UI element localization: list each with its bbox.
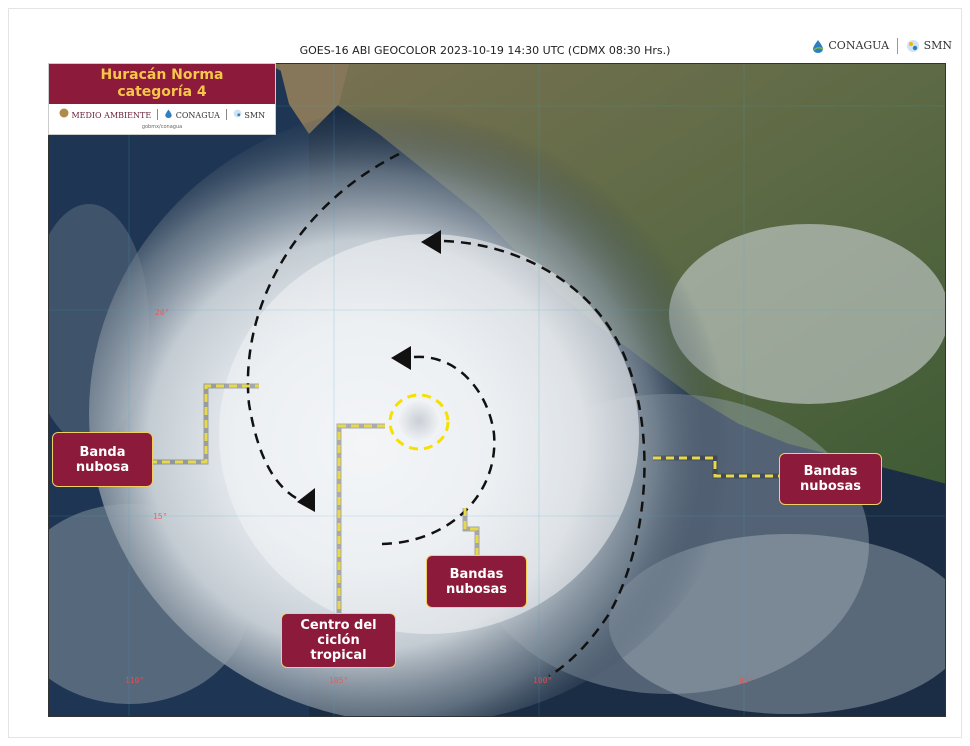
label-bandas-center-line1: Bandas xyxy=(449,566,504,582)
conagua-drop-icon xyxy=(812,40,824,53)
lat-label-20: 20° xyxy=(155,308,170,317)
label-bandas-right-line2: nubosas xyxy=(800,479,861,494)
leader-bandas-center xyxy=(463,508,479,556)
smn-mini-logo: SMN xyxy=(233,109,265,120)
conagua-mini-drop-icon xyxy=(165,109,172,118)
sponsor-divider-2 xyxy=(225,108,227,120)
label-banda-left-line2: nubosa xyxy=(75,459,130,475)
header-logos: CONAGUA SMN xyxy=(811,38,952,54)
eye-marker-circle xyxy=(388,393,450,451)
sponsor-divider-1 xyxy=(157,108,159,120)
label-banda-nubosa-left: Banda nubosa xyxy=(52,432,153,487)
label-bandas-right-line1: Bandas xyxy=(803,464,858,479)
social-handle: gobmx/conagua xyxy=(141,124,183,130)
satellite-image: 20° 15° 110° 105° 100° 95° xyxy=(48,63,946,717)
smn-mini-weather-icon xyxy=(233,109,242,117)
arrowhead-right-spiral xyxy=(421,230,441,254)
mexico-seal-icon xyxy=(59,108,69,118)
label-bandas-nubosas-right: Bandas nubosas xyxy=(779,453,882,505)
lon-label-110: 110° xyxy=(125,676,145,685)
label-bandas-nubosas-center: Bandas nubosas xyxy=(426,555,527,608)
outer-left-spiral-arrow xyxy=(246,152,400,506)
baja-peninsula xyxy=(279,64,349,134)
arrowhead-inner-spiral xyxy=(391,346,411,370)
storm-name: Huracán Norma xyxy=(100,67,224,83)
image-frame xyxy=(8,8,962,738)
sponsor-logos: MEDIO AMBIENTE CONAGUA SMN xyxy=(49,104,275,124)
label-bandas-center-line2: nubosas xyxy=(446,581,507,597)
inner-spiral-arrow xyxy=(378,355,496,546)
conagua-mini-logo: CONAGUA xyxy=(164,109,220,120)
storm-title-box: Huracán Norma categoría 4 MEDIO AMBIENTE… xyxy=(48,63,276,135)
conagua-logo-text: CONAGUA xyxy=(828,39,890,52)
conagua-logo: CONAGUA xyxy=(811,39,889,53)
label-centro-line1: Centro del xyxy=(300,618,377,633)
satellite-scene xyxy=(49,64,945,716)
smn-weather-icon xyxy=(907,40,920,52)
image-header-title: GOES-16 ABI GEOCOLOR 2023-10-19 14:30 UT… xyxy=(299,44,671,57)
label-centro-line3: tropical xyxy=(310,648,367,663)
medio-ambiente-logo: MEDIO AMBIENTE xyxy=(59,108,151,120)
leader-bandas-right xyxy=(653,456,779,478)
lon-label-95: 95° xyxy=(739,676,754,685)
storm-title-band: Huracán Norma categoría 4 xyxy=(49,64,275,104)
smn-logo-text: SMN xyxy=(923,39,952,52)
storm-category: categoría 4 xyxy=(117,84,207,100)
lat-label-15: 15° xyxy=(153,512,168,521)
label-centro-line2: ciclón xyxy=(317,633,360,648)
label-banda-left-line1: Banda xyxy=(79,444,126,460)
lon-label-100: 100° xyxy=(533,676,553,685)
lon-label-105: 105° xyxy=(329,676,349,685)
arrowhead-left-spiral xyxy=(297,488,315,512)
hurricane-eye xyxy=(397,399,441,443)
label-centro-ciclon-tropical: Centro del ciclón tropical xyxy=(281,613,396,668)
outer-right-spiral-arrow xyxy=(443,239,646,678)
leader-centro-ciclon xyxy=(337,424,385,614)
smn-logo: SMN xyxy=(906,39,952,53)
leader-banda-left xyxy=(149,384,259,464)
logo-divider xyxy=(897,38,899,54)
sponsor-smn: SMN xyxy=(244,110,266,120)
sponsor-conagua: CONAGUA xyxy=(175,110,220,120)
sponsor-medio-ambiente: MEDIO AMBIENTE xyxy=(71,111,152,120)
